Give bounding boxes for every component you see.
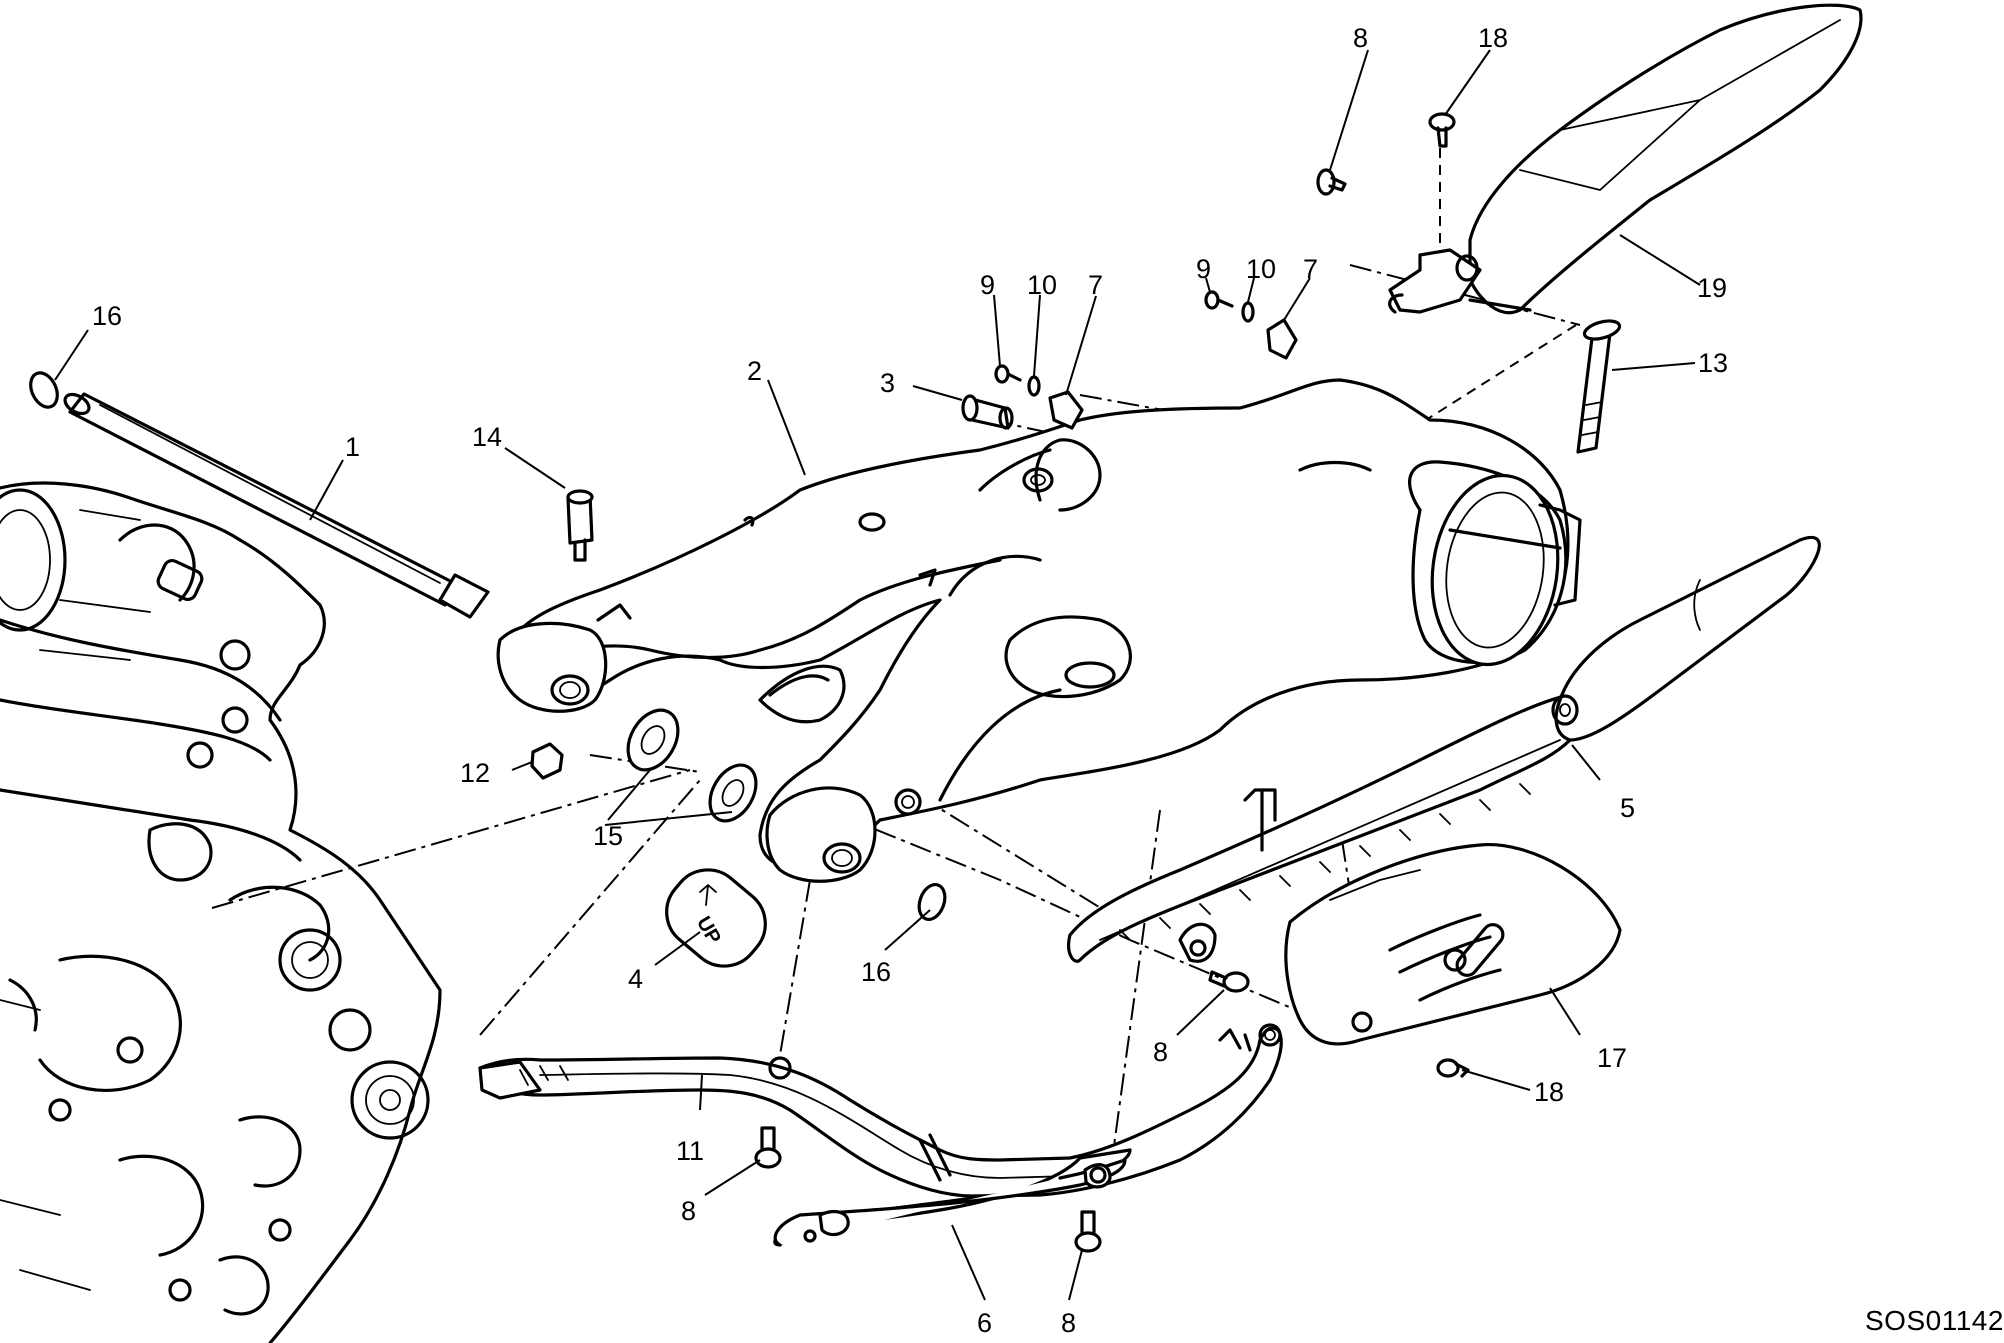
callout-12: 12: [460, 758, 490, 788]
screw-14: [566, 489, 594, 562]
pivot-shaft: [63, 392, 490, 619]
chain-slider-lower: [478, 1023, 1283, 1198]
engine-block-illustration: [0, 481, 442, 1343]
callout-2: 2: [747, 356, 762, 386]
screw-18-top: [1428, 112, 1456, 148]
circlip-right: [917, 882, 947, 922]
spacer-7-left: [1048, 390, 1084, 430]
screw-8-bottom-left: [754, 1126, 782, 1169]
callout-10: 10: [1027, 270, 1057, 300]
callout-7: 7: [1303, 254, 1318, 284]
callout-5: 5: [1620, 793, 1635, 823]
callout-18: 18: [1478, 23, 1508, 53]
callout-8: 8: [1061, 1308, 1076, 1338]
upper-chain-guard: [1388, 3, 1863, 315]
callout-9: 9: [1196, 254, 1211, 284]
nut-12: [530, 742, 564, 780]
callout-9: 9: [980, 270, 995, 300]
callout-1: 1: [345, 432, 360, 462]
leader-lines: [54, 49, 1701, 1301]
callout-6: 6: [977, 1308, 992, 1338]
swingarm: [496, 378, 1582, 883]
washer-15-upper: [626, 708, 680, 772]
drawing-code: SOS01142: [1865, 1305, 2004, 1336]
callout-8: 8: [681, 1196, 696, 1226]
screw-9-right: [1204, 290, 1234, 310]
screw-8-top: [1316, 168, 1347, 196]
callout-15: 15: [593, 821, 623, 851]
callout-10: 10: [1246, 254, 1276, 284]
screw-18-lower: [1436, 1058, 1470, 1078]
callout-3: 3: [880, 368, 895, 398]
lower-chain-guard: [1284, 843, 1622, 1046]
callout-4: 4: [628, 964, 643, 994]
callout-labels: 16 1 14 12 2 3 9 10 7 9 10 7 8 18 19 13 …: [92, 23, 1728, 1338]
washer-10-right: [1241, 301, 1255, 323]
spacer-7-right: [1266, 318, 1298, 360]
chain-guide-rail: [1067, 693, 1587, 963]
circlip-left: [29, 371, 59, 409]
callout-18: 18: [1534, 1077, 1564, 1107]
screw-9-left: [994, 364, 1022, 384]
chain-slider-front: [1551, 536, 1821, 742]
callout-8: 8: [1153, 1037, 1168, 1067]
callout-19: 19: [1697, 273, 1727, 303]
callout-11: 11: [676, 1136, 704, 1166]
screw-8-mid: [1208, 970, 1250, 993]
callout-17: 17: [1597, 1043, 1627, 1073]
lower-chain-guard-bracket: [773, 1148, 1132, 1247]
callout-13: 13: [1698, 348, 1728, 378]
callout-16: 16: [92, 301, 122, 331]
cap-plug-up: UP: [665, 868, 767, 968]
callout-7: 7: [1088, 270, 1103, 300]
washer-10-left: [1027, 375, 1041, 397]
bolt-13: [1576, 319, 1622, 454]
callout-8: 8: [1353, 23, 1368, 53]
callout-14: 14: [472, 422, 502, 452]
chain-slider-bolt: [961, 394, 1014, 430]
screw-8-bottom-right: [1074, 1210, 1102, 1253]
callout-16: 16: [861, 957, 891, 987]
washer-15-lower: [708, 763, 758, 823]
